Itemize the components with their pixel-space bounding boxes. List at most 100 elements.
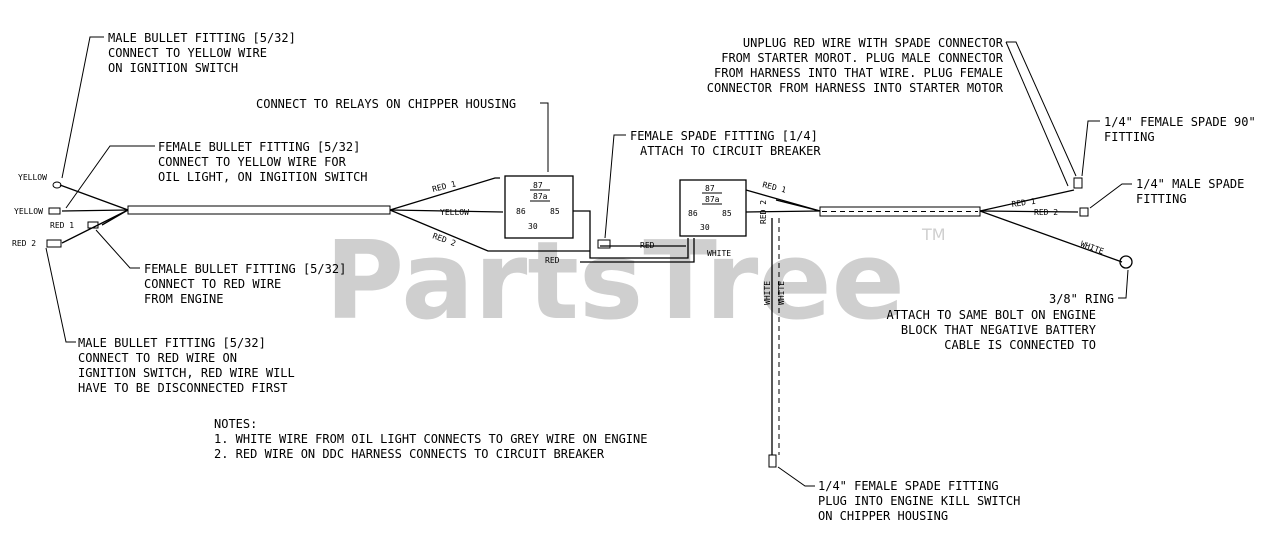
- watermark: PartsTree TM: [325, 219, 946, 344]
- callout-line: CONNECT TO RELAYS ON CHIPPER HOUSING: [256, 97, 516, 111]
- callout-line: FITTING: [1104, 130, 1155, 144]
- wire-red1-mid: [389, 177, 500, 211]
- connector-male-spade: [1079, 207, 1089, 217]
- wire-red2-right: [979, 210, 1079, 213]
- wire-label-white-vert-a: WHITE: [763, 281, 772, 305]
- note-item: 1. WHITE WIRE FROM OIL LIGHT CONNECTS TO…: [214, 432, 647, 446]
- wire-red2-left: [61, 209, 129, 244]
- leader-lines: [45, 36, 1132, 487]
- wire-yellow-left: [61, 209, 129, 212]
- callout-female-spade-90: 1/4" FEMALE SPADE 90" FITTING: [1104, 115, 1256, 144]
- connector-kill-switch: [768, 454, 777, 468]
- connector-breaker: [597, 239, 611, 249]
- relay-1-86: 86: [516, 207, 526, 216]
- callout-line: FROM HARNESS INTO THAT WIRE. PLUG FEMALE: [714, 66, 1003, 80]
- callout-unplug-red: UNPLUG RED WIRE WITH SPADE CONNECTOR FRO…: [707, 36, 1004, 95]
- relay-2-body: [679, 179, 747, 237]
- wire-label-red2-right: RED 2: [1034, 208, 1058, 217]
- connector-yellow-top: [52, 181, 62, 189]
- leader-female-bullet-yellow: [65, 145, 155, 209]
- wire-label-yellow-mid: YELLOW: [440, 208, 469, 217]
- wire-relay-link-a: [573, 210, 689, 259]
- wire-yellow-top: [59, 184, 129, 211]
- wire-relay2-red2: [775, 199, 821, 212]
- callout-line: ATTACH TO CIRCUIT BREAKER: [640, 144, 821, 158]
- callout-kill-switch: 1/4" FEMALE SPADE FITTING PLUG INTO ENGI…: [818, 479, 1020, 523]
- leader-female-bullet-red: [95, 229, 140, 269]
- connector-yellow-left: [48, 207, 61, 215]
- callout-line: MALE BULLET FITTING [5/32]: [78, 336, 266, 350]
- wire-relay2-out: [745, 210, 821, 213]
- callout-line: FROM ENGINE: [144, 292, 223, 306]
- callout-line: 1/4" FEMALE SPADE FITTING: [818, 479, 999, 493]
- wire-label-red1-relay2: RED 1: [762, 180, 788, 195]
- wire-label-white-relay: WHITE: [707, 249, 731, 258]
- callout-ring: 3/8" RING ATTACH TO SAME BOLT ON ENGINE …: [886, 292, 1114, 352]
- callout-line: OIL LIGHT, ON INGITION SWITCH: [158, 170, 368, 184]
- callout-female-spade-breaker: FEMALE SPADE FITTING [1/4] ATTACH TO CIR…: [630, 129, 821, 158]
- callout-female-bullet-red: FEMALE BULLET FITTING [5/32] CONNECT TO …: [144, 262, 346, 306]
- callout-line: CONNECT TO RED WIRE: [144, 277, 281, 291]
- callout-line: HAVE TO BE DISCONNECTED FIRST: [78, 381, 288, 395]
- leader-female-spade-breaker: [604, 134, 626, 239]
- wire-label-red1-left: RED 1: [50, 221, 74, 230]
- leader-relays: [540, 102, 549, 172]
- relay-1-85: 85: [550, 207, 560, 216]
- callout-line: IGNITION SWITCH, RED WIRE WILL: [78, 366, 295, 380]
- wire-label-yellow-top: YELLOW: [18, 173, 47, 182]
- callout-line: ATTACH TO SAME BOLT ON ENGINE: [886, 308, 1096, 322]
- wire-label-red2-left: RED 2: [12, 239, 36, 248]
- connector-red1-left: [87, 221, 99, 229]
- callout-line: CONNECT TO YELLOW WIRE FOR: [158, 155, 347, 169]
- relay-2-85: 85: [722, 209, 732, 218]
- wire-label-red1-mid: RED 1: [431, 179, 457, 194]
- callout-male-bullet-red: MALE BULLET FITTING [5/32] CONNECT TO RE…: [78, 336, 295, 395]
- callout-line: UNPLUG RED WIRE WITH SPADE CONNECTOR: [743, 36, 1004, 50]
- wire-label-red-low: RED: [545, 256, 560, 265]
- wire-yellow-mid: [389, 209, 504, 213]
- callout-line: FEMALE SPADE FITTING [1/4]: [630, 129, 818, 143]
- relay-1-87: 87: [533, 181, 543, 190]
- inter-relay-wiring: RED: [573, 210, 695, 263]
- relay-2-86: 86: [688, 209, 698, 218]
- callout-line: 3/8" RING: [1049, 292, 1114, 306]
- relay-1-30: 30: [528, 222, 538, 231]
- wire-label-white-vert-b: WHITE: [777, 281, 786, 305]
- relay-2-87a: 87a: [705, 195, 720, 204]
- callout-line: CONNECT TO YELLOW WIRE: [108, 46, 267, 60]
- callout-line: ON IGNITION SWITCH: [108, 61, 238, 75]
- callout-line: 1/4" FEMALE SPADE 90": [1104, 115, 1256, 129]
- callout-line: PLUG INTO ENGINE KILL SWITCH: [818, 494, 1020, 508]
- callout-line: FEMALE BULLET FITTING [5/32]: [144, 262, 346, 276]
- callout-line: CONNECT TO RED WIRE ON: [78, 351, 237, 365]
- wire-label-red-mid2: RED: [640, 241, 655, 250]
- callout-line: ON CHIPPER HOUSING: [818, 509, 948, 523]
- notes-title: NOTES:: [214, 417, 257, 431]
- wire-label-yellow-left: YELLOW: [14, 207, 43, 216]
- wire-label-white-right: WHITE: [1079, 239, 1105, 256]
- relay-1-body: [504, 175, 574, 239]
- callout-line: CABLE IS CONNECTED TO: [944, 338, 1096, 352]
- callout-female-bullet-yellow: FEMALE BULLET FITTING [5/32] CONNECT TO …: [158, 140, 368, 184]
- callout-line: FITTING: [1136, 192, 1187, 206]
- wire-label-red1-right: RED 1: [1011, 197, 1036, 209]
- relay-1: 87 87a 86 85 30: [504, 175, 574, 239]
- leader-female-spade-90: [1081, 120, 1100, 177]
- harness-tube-left: [127, 205, 391, 215]
- leader-unplug-red: [1006, 41, 1077, 177]
- relay-2-terminals: [702, 192, 722, 205]
- callout-male-bullet-yellow: MALE BULLET FITTING [5/32] CONNECT TO YE…: [108, 31, 296, 75]
- wire-relay-link-c: [580, 238, 695, 263]
- connector-ring: [1119, 255, 1133, 269]
- watermark-trademark: TM: [921, 225, 946, 244]
- callout-line: 1/4" MALE SPADE: [1136, 177, 1244, 191]
- leader-male-spade: [1089, 183, 1132, 209]
- leader-unplug-red-b: [1005, 41, 1069, 187]
- wire-white-right: [979, 210, 1123, 263]
- leader-kill-switch: [777, 466, 815, 487]
- note-item: 2. RED WIRE ON DDC HARNESS CONNECTS TO C…: [214, 447, 605, 461]
- wire-red1-right: [979, 189, 1075, 212]
- leader-male-bullet-red: [45, 247, 76, 343]
- callout-line: FEMALE BULLET FITTING [5/32]: [158, 140, 360, 154]
